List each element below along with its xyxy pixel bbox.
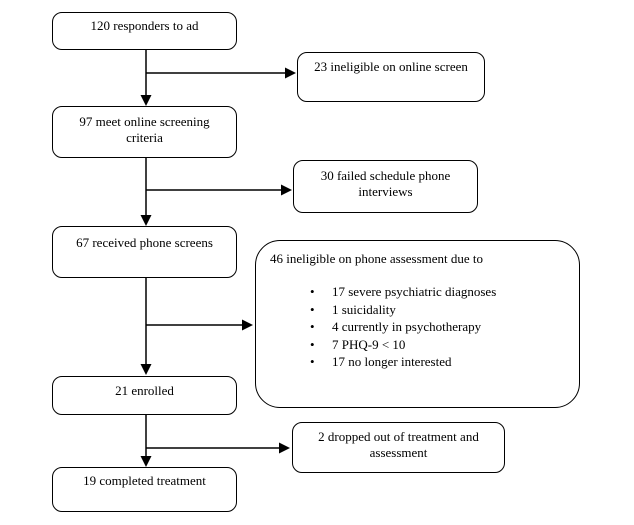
box-responders-to-ad: 120 responders to ad xyxy=(52,12,237,50)
box-failed-schedule-phone-interviews: 30 failed schedule phone interviews xyxy=(293,160,478,213)
arrowhead-down-phonescreen xyxy=(140,215,152,226)
box-online-screening-criteria: 97 meet online screening criteria xyxy=(52,106,237,158)
arrowhead-right-ineligible-phone xyxy=(242,319,253,331)
reason-currently-in-psychotherapy: 4 currently in psychotherapy xyxy=(310,318,565,336)
box-received-phone-screens: 67 received phone screens xyxy=(52,226,237,278)
phone-assessment-reason-list: 17 severe psychiatric diagnoses 1 suicid… xyxy=(270,283,565,371)
box-ineligible-online-screen: 23 ineligible on online screen xyxy=(297,52,485,102)
arrowhead-right-dropped-out xyxy=(279,442,290,454)
reason-suicidality: 1 suicidality xyxy=(310,301,565,319)
reason-severe-psychiatric-diagnoses: 17 severe psychiatric diagnoses xyxy=(310,283,565,301)
box-completed-treatment: 19 completed treatment xyxy=(52,467,237,512)
phone-assessment-header: 46 ineligible on phone assessment due to xyxy=(270,251,484,266)
box-enrolled: 21 enrolled xyxy=(52,376,237,415)
box-dropped-out: 2 dropped out of treatment and assessmen… xyxy=(292,422,505,473)
box-ineligible-phone-assessment: 46 ineligible on phone assessment due to… xyxy=(255,240,580,408)
arrowhead-right-failed-phone xyxy=(281,184,292,196)
arrowhead-down-enrolled xyxy=(140,364,152,375)
arrowhead-down-completed xyxy=(140,456,152,467)
arrowhead-down-criteria xyxy=(140,95,152,106)
reason-no-longer-interested: 17 no longer interested xyxy=(310,353,565,371)
arrowhead-right-ineligible-online xyxy=(285,67,296,79)
reason-phq9-below-10: 7 PHQ-9 < 10 xyxy=(310,336,565,354)
